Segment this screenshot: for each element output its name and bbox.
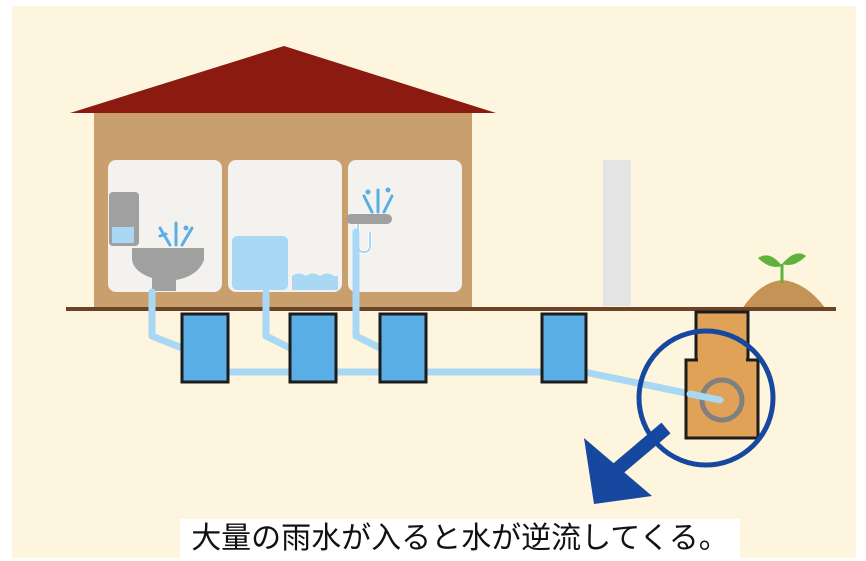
house — [70, 46, 496, 309]
room-sink — [348, 160, 462, 292]
manhole-1 — [180, 312, 230, 384]
roof — [70, 46, 496, 113]
manhole-2 — [288, 312, 338, 384]
manhole-4 — [540, 312, 588, 384]
arrow-down-left-icon — [584, 422, 671, 504]
highlight-circle — [636, 328, 776, 468]
caption: 大量の雨水が入ると水が逆流してくる。 — [180, 519, 740, 559]
toilet-icon — [109, 192, 204, 291]
pole — [603, 160, 631, 306]
manhole-3 — [378, 312, 428, 384]
sewer-pipe-opening — [699, 377, 745, 423]
manholes — [180, 312, 588, 384]
ground-line — [66, 307, 836, 311]
bathtub-icon — [232, 236, 338, 290]
soil-mound — [742, 280, 826, 309]
sprout-icon — [758, 253, 806, 283]
